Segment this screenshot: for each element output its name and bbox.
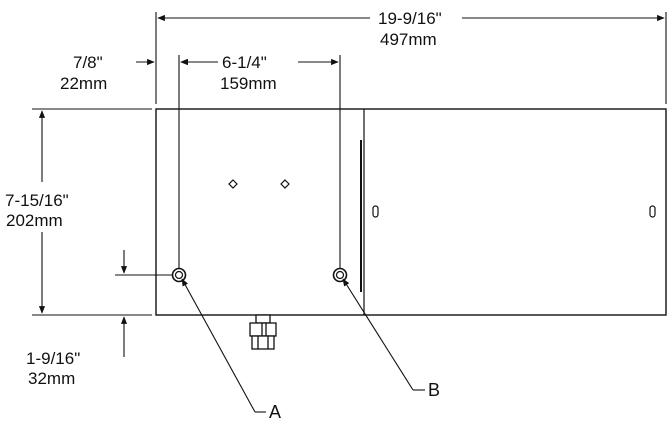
callout-a-label: A (269, 402, 281, 422)
dim-height-metric: 202mm (6, 211, 63, 230)
callout-b-leader (342, 278, 425, 391)
dim-hole-spacing-imperial: 6-1/4" (222, 53, 267, 72)
mounting-diamond-left (228, 179, 238, 189)
hole-b (332, 267, 348, 283)
dim-bottom-offset-imperial: 1-9/16" (26, 349, 80, 368)
mounting-features (228, 179, 656, 218)
hole-a (171, 267, 187, 283)
dim-height-imperial: 7-15/16" (5, 191, 69, 210)
housing-outline (155, 108, 667, 316)
dim-left-offset-imperial: 7/8" (73, 53, 103, 72)
extension-lines (32, 12, 667, 316)
dim-overall-width-imperial: 19-9/16" (378, 9, 442, 28)
dim-left-offset-metric: 22mm (60, 74, 107, 93)
dim-hole-spacing-metric: 159mm (220, 74, 277, 93)
slot-left (372, 205, 379, 218)
callout-b-label: B (428, 380, 440, 400)
drain-fitting (249, 314, 277, 350)
mounting-diamond-right (280, 179, 290, 189)
callout-a-leader (181, 278, 266, 413)
slot-right (649, 205, 656, 218)
dim-overall-width-metric: 497mm (380, 30, 437, 49)
housing-body (155, 108, 667, 316)
dim-bottom-offset-metric: 32mm (28, 369, 75, 388)
